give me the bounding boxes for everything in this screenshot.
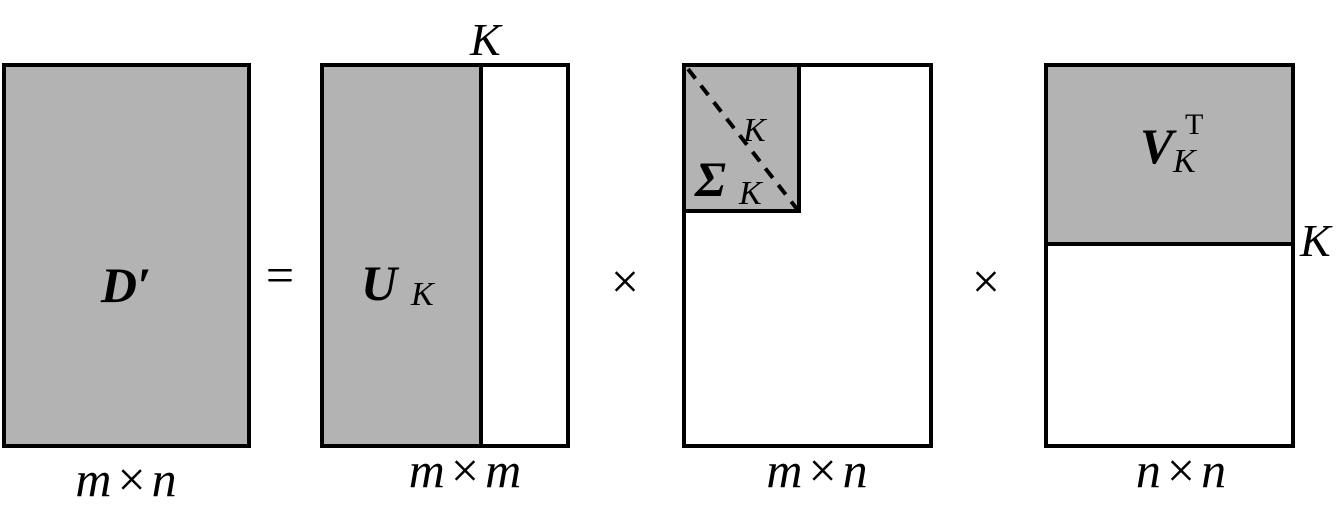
dim-times: × <box>1167 442 1195 498</box>
matrix-u-shaded <box>322 65 481 446</box>
matrix-d-box <box>2 63 251 448</box>
dim-rows: m <box>409 442 445 498</box>
matrix-v-symbol: V <box>1140 118 1177 174</box>
matrix-v: V K T <box>1044 63 1295 448</box>
matrix-sigma-diag-label: K <box>742 112 768 149</box>
matrix-v-dims: n×n <box>1136 442 1226 498</box>
matrix-v-k-label: K <box>1299 215 1333 266</box>
dim-cols: n <box>152 451 177 507</box>
matrix-u-box <box>320 63 570 448</box>
dim-times: × <box>451 442 479 498</box>
matrix-u-dims: m×m <box>409 442 521 498</box>
matrix-u-k-label: K <box>469 14 503 65</box>
matrix-v-box <box>1044 63 1295 448</box>
matrix-d: D′ <box>2 63 251 448</box>
matrix-sigma-symbol: Σ <box>694 151 726 207</box>
matrix-sigma-box <box>682 63 933 448</box>
matrix-sigma-diagonal <box>686 67 799 211</box>
dim-cols: m <box>485 442 521 498</box>
matrix-sigma: K Σ K <box>682 63 933 448</box>
matrix-u-symbol: U <box>361 255 400 311</box>
matrix-sigma-dims: m×n <box>766 442 867 498</box>
matrix-d-symbol: D′ <box>100 257 151 313</box>
dim-rows: n <box>1136 442 1161 498</box>
matrix-sigma-subscript: K <box>738 175 764 212</box>
matrix-u: U K <box>320 63 570 448</box>
matrix-v-superscript: T <box>1185 108 1203 141</box>
dim-rows: m <box>75 451 111 507</box>
matrix-u-subscript: K <box>410 276 436 313</box>
dim-times: × <box>117 451 145 507</box>
times-sign-2: × <box>972 253 1000 309</box>
times-sign-1: × <box>611 253 639 309</box>
equals-sign: = <box>266 247 294 303</box>
matrix-v-shaded <box>1046 65 1293 244</box>
matrix-d-dims: m×n <box>75 451 176 507</box>
dim-cols: n <box>1201 442 1226 498</box>
matrix-v-subscript: K <box>1172 143 1198 180</box>
dim-times: × <box>808 442 836 498</box>
dim-rows: m <box>766 442 802 498</box>
dim-cols: n <box>843 442 868 498</box>
matrix-sigma-k-block-border <box>684 65 801 213</box>
